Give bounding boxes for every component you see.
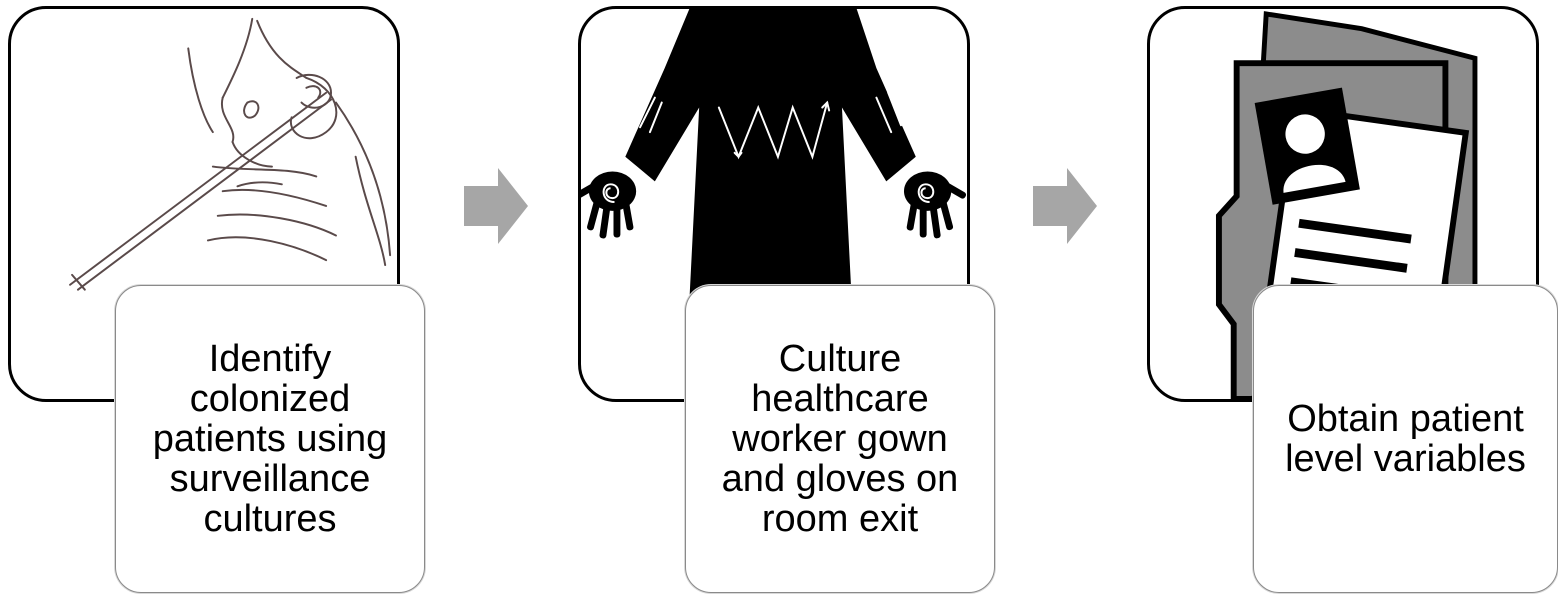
- step-1-label-box: Identify colonized patients using survei…: [115, 285, 425, 593]
- step-3-label-box: Obtain patient level variables: [1253, 285, 1558, 593]
- flow-arrow-2: [1033, 168, 1097, 244]
- step-1-label: Identify colonized patients using survei…: [152, 338, 388, 540]
- step-3-label: Obtain patient level variables: [1285, 398, 1526, 480]
- step-2-label-box: Culture healthcare worker gown and glove…: [685, 285, 995, 593]
- nasal-swab-icon: [69, 17, 392, 291]
- flow-arrow-1: [464, 168, 528, 244]
- step-2-label: Culture healthcare worker gown and glove…: [721, 338, 959, 540]
